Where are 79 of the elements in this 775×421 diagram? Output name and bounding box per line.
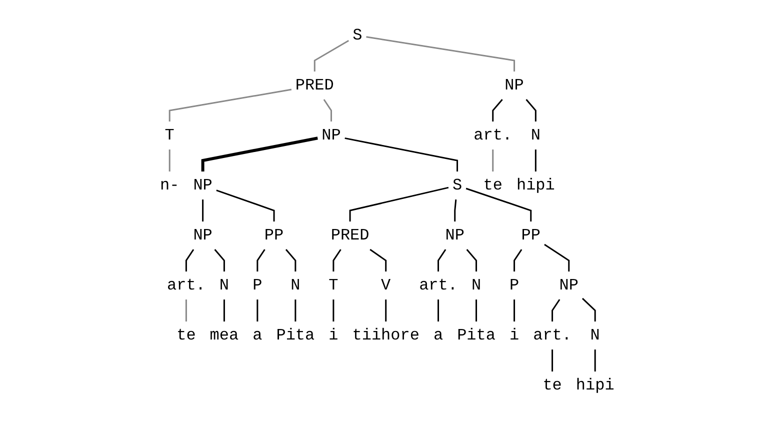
connector (169, 150, 171, 172)
node-text: N (590, 326, 600, 344)
node-text: tiihore (352, 326, 420, 344)
node-text: art. (419, 276, 458, 294)
connector (295, 300, 297, 322)
connector (214, 249, 226, 272)
node-text: N (220, 276, 230, 294)
node-text: PP (264, 226, 284, 244)
connector (552, 299, 561, 322)
node-text: Pita (457, 326, 496, 344)
connector (526, 99, 537, 122)
node-text: i (510, 326, 520, 344)
connector (350, 186, 449, 222)
node-text: S (452, 176, 462, 194)
connector (314, 40, 350, 72)
connector (333, 249, 342, 272)
connector (535, 150, 537, 172)
connector (544, 244, 570, 272)
node-text: N (472, 276, 482, 294)
connector (366, 36, 516, 72)
connector (345, 137, 458, 172)
node-text: n- (160, 176, 180, 194)
connector (582, 298, 596, 322)
node-text: NP (322, 126, 342, 144)
connector (385, 300, 387, 322)
node-text: V (381, 276, 391, 294)
node-text: NP (194, 176, 213, 194)
node-text: hipi (576, 376, 615, 394)
connector (454, 199, 458, 222)
connector (492, 99, 504, 122)
node-text: hipi (516, 176, 556, 194)
connector (202, 200, 204, 222)
node-text: te (176, 326, 196, 344)
node-text: PP (522, 226, 541, 244)
connector (186, 249, 194, 272)
connector (370, 248, 387, 272)
connector (552, 350, 554, 372)
node-text: NP (505, 76, 524, 94)
connector (594, 350, 596, 372)
node-text: N (290, 276, 301, 294)
connector (476, 300, 478, 322)
connector (324, 99, 332, 122)
node-text: PRED (331, 226, 370, 244)
node-text: T (165, 126, 175, 144)
node-text: N (531, 126, 541, 144)
node-text: i (328, 326, 339, 344)
node-text: NP (446, 226, 465, 244)
connector (438, 249, 447, 272)
node-text: Pita (276, 326, 315, 344)
node-text: NP (194, 226, 213, 244)
node-text: te (484, 176, 503, 194)
connector (286, 249, 297, 272)
node-text: a (252, 326, 263, 344)
node-text: te (543, 376, 562, 394)
node-text: P (510, 276, 520, 294)
connector (492, 150, 494, 172)
connector (514, 300, 516, 322)
connector (257, 249, 266, 272)
connector (466, 188, 532, 222)
connector (514, 249, 523, 272)
connector (438, 300, 440, 322)
node-text: art. (167, 276, 206, 294)
node-text: T (328, 276, 339, 294)
connector (333, 300, 335, 322)
node-text: P (252, 276, 263, 294)
connector (216, 190, 276, 222)
connector (224, 300, 226, 322)
node-text: a (434, 326, 444, 344)
connector (257, 300, 259, 322)
node-text: art. (533, 326, 572, 344)
connector (202, 136, 318, 172)
connector (186, 300, 188, 322)
node-text: art. (474, 126, 512, 144)
node-text: S (352, 26, 363, 44)
node-text: PRED (296, 76, 334, 94)
connector (169, 88, 292, 122)
connector (466, 249, 478, 272)
node-text: mea (210, 326, 239, 344)
node-text: NP (560, 276, 579, 294)
